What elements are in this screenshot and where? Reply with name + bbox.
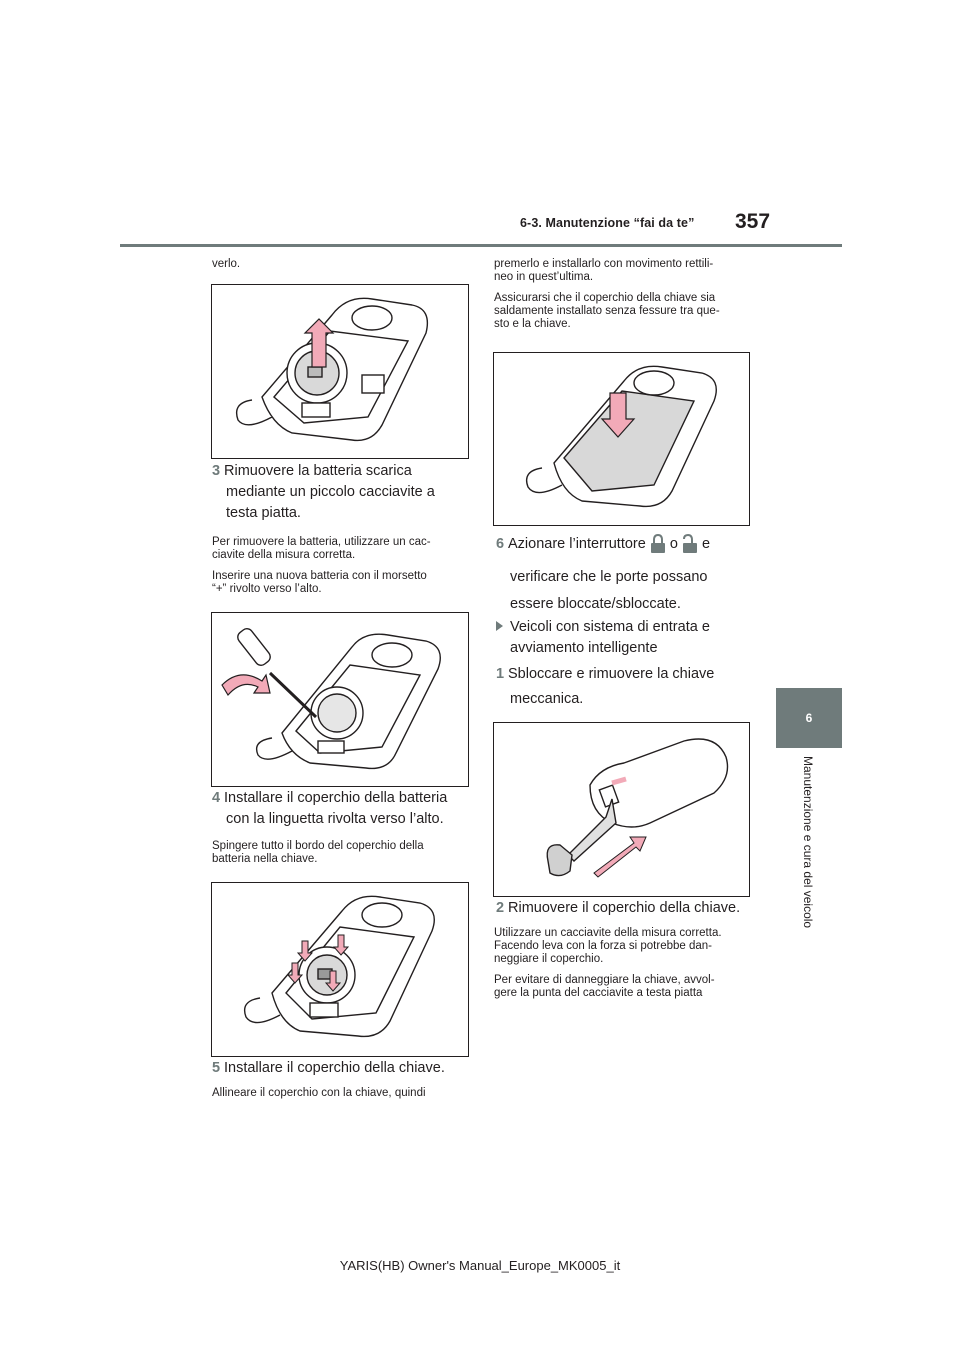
- step-number: 1: [496, 666, 505, 682]
- step-number: 5: [212, 1060, 221, 1076]
- figure-remove-mechanical-key: [493, 722, 750, 897]
- figure-remove-battery: [211, 612, 469, 787]
- continued-text: premerlo e installarlo con movimento ret…: [494, 258, 754, 339]
- lock-icon: [650, 533, 666, 561]
- section-title: 6-3. Manutenzione “fai da te”: [520, 216, 695, 230]
- step-number: 3: [212, 463, 221, 479]
- unlock-icon: [682, 533, 698, 561]
- figure-remove-cover: [211, 284, 469, 459]
- arrow-up-icon: [303, 318, 335, 368]
- intro-text: verlo.: [212, 258, 241, 270]
- note: Utilizzare un cacciavite della misura co…: [494, 927, 722, 965]
- rotate-arrow-icon: [221, 673, 271, 697]
- header-rule: [120, 244, 842, 247]
- screwdriver-icon: [237, 628, 318, 719]
- note: Assicurarsi che il coperchio della chiav…: [494, 292, 720, 330]
- step-5-note: Allineare il coperchio con la chiave, qu…: [212, 1087, 426, 1099]
- figure-install-key-cover: [493, 352, 750, 526]
- step-3-notes: Per rimuovere la batteria, utilizzare un…: [212, 536, 472, 604]
- chapter-tab[interactable]: 6: [776, 688, 842, 748]
- page-number: 357: [735, 210, 771, 233]
- bullet-icon: [496, 621, 503, 631]
- step-4-notes: Spingere tutto il bordo del coperchio de…: [212, 840, 472, 874]
- smart-entry-heading: Veicoli con sistema di entrata e avviame…: [496, 617, 760, 659]
- note: Spingere tutto il bordo del coperchio de…: [212, 840, 424, 865]
- footer-manual-id: YARIS(HB) Owner's Manual_Europe_MK0005_i…: [339, 1258, 621, 1273]
- smart-step-2-notes: Utilizzare un cacciavite della misura co…: [494, 927, 754, 1008]
- note: Per evitare di danneggiare la chiave, av…: [494, 974, 715, 999]
- note: Inserire una nuova batteria con il morse…: [212, 570, 427, 595]
- figure-install-battery-cover: [211, 882, 469, 1057]
- note: Per rimuovere la batteria, utilizzare un…: [212, 536, 431, 561]
- arrow-down-icon: [600, 392, 636, 438]
- step-number: 2: [496, 900, 505, 916]
- step-number: 4: [212, 790, 221, 806]
- step-number: 6: [496, 536, 505, 552]
- chapter-label: Manutenzione e cura del veicolo: [801, 756, 815, 929]
- note: premerlo e installarlo con movimento ret…: [494, 258, 714, 283]
